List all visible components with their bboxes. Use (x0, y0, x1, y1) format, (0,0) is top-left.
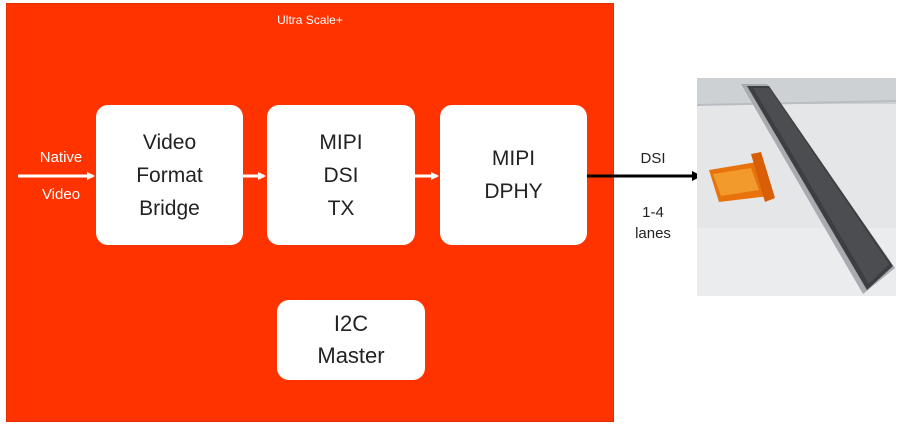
video-format-bridge-line1: Video (142, 130, 197, 154)
mipi-dsi-tx-line2: DSI (323, 163, 359, 187)
mipi-dsi-tx-line3: TX (327, 196, 355, 220)
fpga-label: Ultra Scale+ (277, 13, 343, 27)
dsi-label: DSI (640, 150, 666, 167)
mipi-dsi-tx-line1: MIPI (319, 130, 363, 154)
video-format-bridge-line2: Format (136, 163, 203, 187)
i2c-master-block[interactable]: I2C Master (277, 300, 425, 380)
i2c-master-line2: Master (317, 343, 385, 368)
lanes-line1: 1-4 (642, 204, 664, 221)
native-video-line2: Video (41, 186, 81, 203)
mipi-dphy-line2: DPHY (484, 180, 543, 203)
i2c-master-line1: I2C (333, 311, 369, 336)
lcd-panel-icon (697, 78, 896, 296)
mipi-dphy-block[interactable]: MIPI DPHY (440, 105, 587, 245)
video-format-bridge-block[interactable]: Video Format Bridge (96, 105, 243, 245)
mipi-dsi-tx-block[interactable]: MIPI DSI TX (267, 105, 415, 245)
mipi-dphy-line1: MIPI (491, 147, 536, 170)
native-video-label: Native Video (30, 148, 92, 205)
lanes-label: 1-4 lanes (622, 202, 684, 244)
native-video-line1: Native (39, 149, 83, 166)
lanes-line2: lanes (635, 225, 671, 242)
video-format-bridge-line3: Bridge (139, 196, 200, 220)
